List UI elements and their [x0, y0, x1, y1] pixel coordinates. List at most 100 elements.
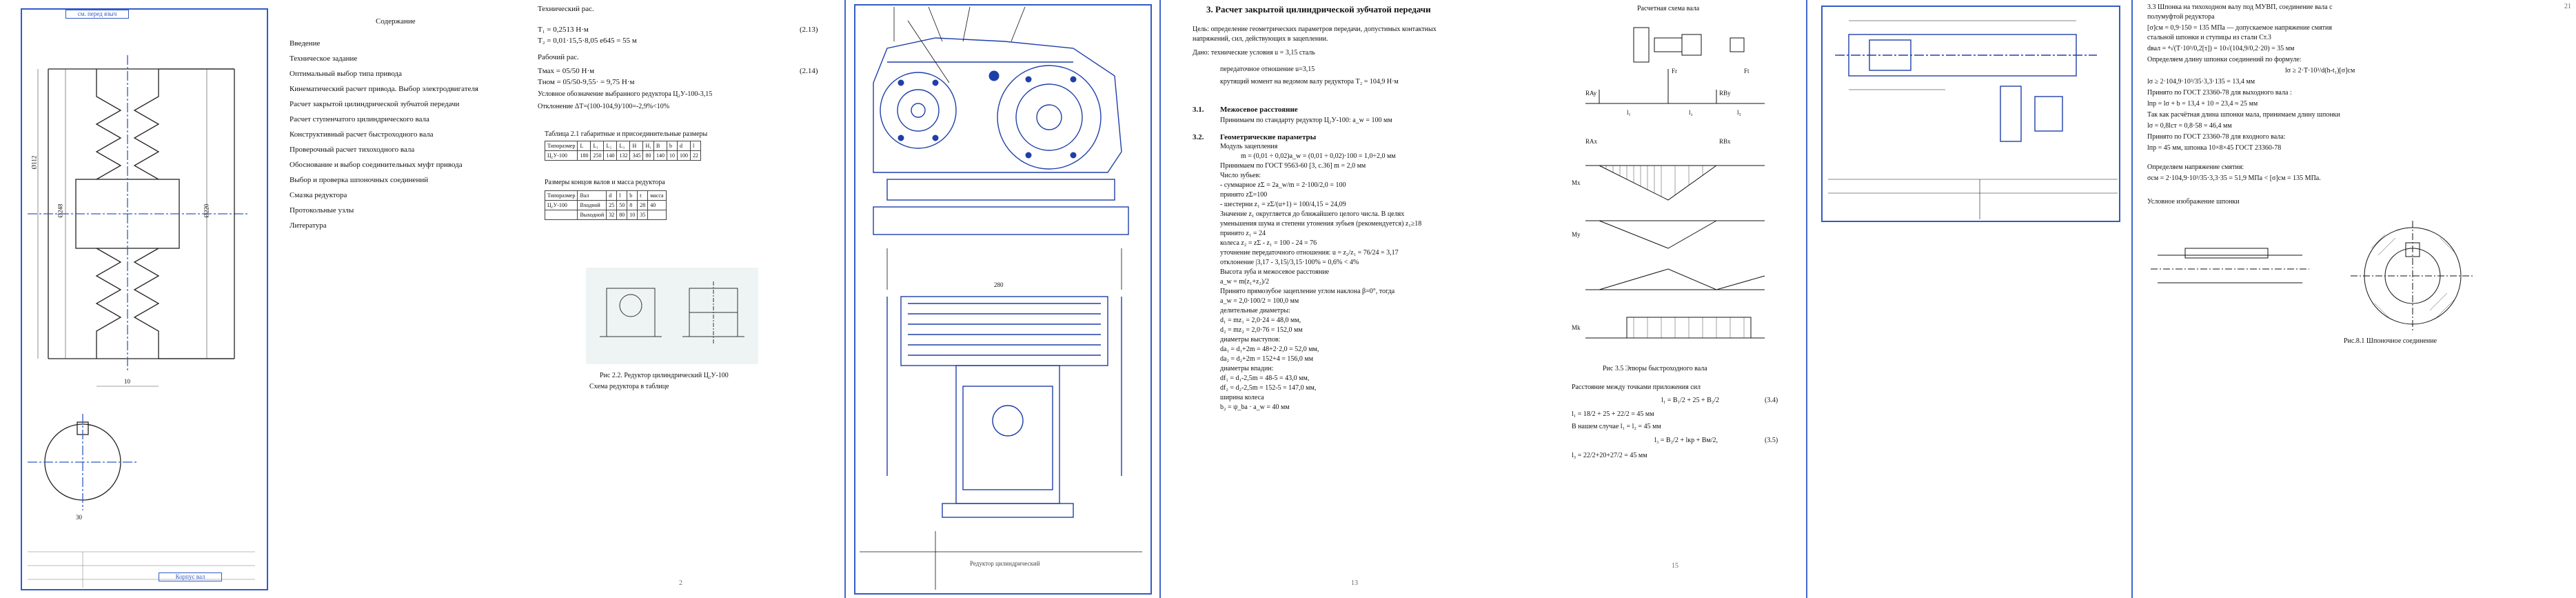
calc-line: T₁ = 0,2513 Н·м [538, 26, 589, 34]
figure-caption: Рис 3.5 Эпюры быстроходного вала [1603, 365, 1707, 372]
body-line: Принято по ГОСТ 23360-78 для выходного в… [2147, 89, 2292, 97]
table-cell: 132 [616, 150, 631, 161]
toc-item[interactable]: Смазка редуктора [290, 191, 347, 199]
body-line: Принято прямозубое зацепление углом накл… [1220, 288, 1395, 295]
table-cell: Ц₂У-100 [544, 200, 578, 210]
sheet-frame [21, 8, 268, 590]
body-line: lпр = lσ + b = 13,4 + 10 = 23,4 ≈ 25 мм [2147, 100, 2258, 108]
toc-item[interactable]: Техническое задание [290, 54, 358, 63]
table-cell: B [653, 141, 668, 151]
body-line: крутящий момент на ведомом валу редуктор… [1220, 78, 1399, 86]
reducer-figure [586, 268, 758, 364]
body-line: Модуль зацепления [1220, 143, 1278, 150]
table-cell: 22 [690, 150, 702, 161]
stamp-top: см. перед языч [65, 10, 129, 19]
table-cell: Выходной [577, 210, 607, 220]
table-cell: 100 [677, 150, 691, 161]
page-number: 15 [1672, 562, 1679, 570]
body-line: d₁ = mz₁ = 2,0·24 = 48,0 мм, [1220, 317, 1301, 324]
body-line: Расстояние между точками приложения сил [1572, 383, 1701, 391]
table-cell: d [677, 141, 691, 151]
body-line: l₁ = B₁/2 + 25 + B₂/2 [1661, 397, 1720, 404]
toc-item[interactable]: Оптимальный выбор типа привода [290, 70, 403, 78]
body-line: Принимаем по стандарту редуктор Ц₂У-100:… [1220, 117, 1392, 124]
body-line: lпр = 45 мм, шпонка 10×8×45 ГОСТ 23360-7… [2147, 144, 2282, 152]
body-line: lσ ≥ 2·104,9·10³/35·3,3·135 = 13,4 мм [2147, 78, 2255, 86]
toc-item[interactable]: Проверочный расчет тихоходного вала [290, 146, 415, 154]
body-line: da₂ = d₂+2m = 152+4 = 156,0 мм [1220, 355, 1314, 363]
table-cell: 35 [637, 210, 649, 220]
section-number: 3.2. [1193, 133, 1204, 141]
toc-item[interactable]: Выбор и проверка шпоночных соединений [290, 176, 429, 184]
calc-line: Технический рас. [538, 5, 594, 13]
key-joint-sketch [2151, 221, 2475, 331]
table-cell: d [606, 190, 618, 201]
body-line: 3.3 Шпонка на тихоходном валу под МУВП, … [2147, 3, 2333, 11]
table-cell: 250 [590, 150, 605, 161]
title-block: Редуктор цилиндрический [970, 560, 1040, 567]
table-cell: b [627, 190, 638, 201]
diagram-label: l₂ [1689, 109, 1693, 116]
table-cell: 40 [647, 200, 667, 210]
page-number: 13 [1351, 579, 1358, 587]
diagram-label: Mk [1572, 324, 1581, 331]
toc-item[interactable]: Кинематический расчет привода. Выбор эле… [290, 85, 478, 93]
body-line: принято zΣ=100 [1220, 191, 1268, 199]
toc-item[interactable]: Протокольные узлы [290, 206, 354, 215]
table-cell: H [629, 141, 644, 151]
table-title: Размеры концов валов и масса редуктора [545, 179, 665, 186]
diagram-label: Mx [1572, 179, 1581, 186]
dim-label-2: Ø248 [57, 203, 64, 218]
sheet-frame [854, 4, 1152, 595]
table-cell: L₃ [616, 141, 631, 151]
table-cell: Типоразмер [544, 190, 578, 201]
table-cell: L₁ [590, 141, 605, 151]
calc-line: Условное обозначение выбранного редуктор… [538, 90, 713, 98]
table-cell [544, 210, 578, 220]
table-cell: t [637, 190, 649, 201]
toc-title: Содержание [376, 17, 416, 26]
equation-number: (3.4) [1765, 397, 1778, 404]
toc-item[interactable]: Введение [290, 39, 321, 48]
diagram-label: Ft [1744, 68, 1750, 74]
toc-page: Содержание Введение Техническое задание … [286, 0, 514, 598]
equation-number: (2.13) [800, 26, 818, 34]
toc-item[interactable]: Обоснование и выбор соединительных муфт … [290, 161, 463, 169]
body-line: уточнение передаточного отношения: u = z… [1220, 249, 1399, 257]
diagram-label: RAx [1585, 138, 1598, 145]
table-cell: 10 [667, 150, 678, 161]
dim-label-5: 30 [76, 514, 82, 521]
key-calc-page: 3.3 Шпонка на тихоходном валу под МУВП, … [2137, 0, 2576, 598]
shaft-drawing [1828, 20, 2118, 219]
equation-number: (2.14) [800, 67, 818, 75]
diagram-label: l₁ [1627, 109, 1631, 116]
table-cell: 8 [627, 200, 638, 210]
page-number: 21 [2564, 3, 2571, 10]
toc-item[interactable]: Расчет ступенчатого цилиндрического вала [290, 115, 429, 123]
table-cell: 10 [627, 210, 638, 220]
figure-subcaption: Схема редуктора в таблице [589, 383, 669, 390]
toc-item[interactable]: Литература [290, 221, 327, 230]
gear-calc-page: 3. Расчет закрытой цилиндрической зубчат… [1165, 0, 1551, 598]
section-title: Геометрические параметры [1220, 133, 1317, 141]
body-line: Цель: определение геометрических парамет… [1193, 26, 1437, 33]
table-cell: b [667, 141, 678, 151]
diagram-label: RBy [1719, 90, 1731, 97]
shaft-drawing-sheet [1806, 0, 2133, 598]
toc-item[interactable]: Расчет закрытой цилиндрической зубчатой … [290, 100, 460, 108]
toc-item[interactable]: Конструктивный расчет быстроходного вала [290, 130, 434, 139]
body-line: lσ ≥ 2·T·10³/d(h-t₁)[σ]см [2285, 67, 2355, 74]
body-line: диаметры впадин: [1220, 365, 1274, 372]
table-cell: 140 [603, 150, 618, 161]
body-line: ширина колеса [1220, 394, 1264, 401]
table-cell: H₁ [642, 141, 655, 151]
calc-line: Tном = 05/50-9,55· = 9,75 Н·м [538, 78, 635, 86]
table-cell: 80 [616, 210, 628, 220]
body-line: a_w = 2,0·100/2 = 100,0 мм [1220, 297, 1299, 305]
body-line: l₁ = 18/2 + 25 + 22/2 = 45 мм [1572, 410, 1654, 418]
body-line: стальной шпонки и ступицы из стали Ст.3 [2147, 34, 2271, 41]
dim-label-4: 10 [124, 378, 130, 385]
